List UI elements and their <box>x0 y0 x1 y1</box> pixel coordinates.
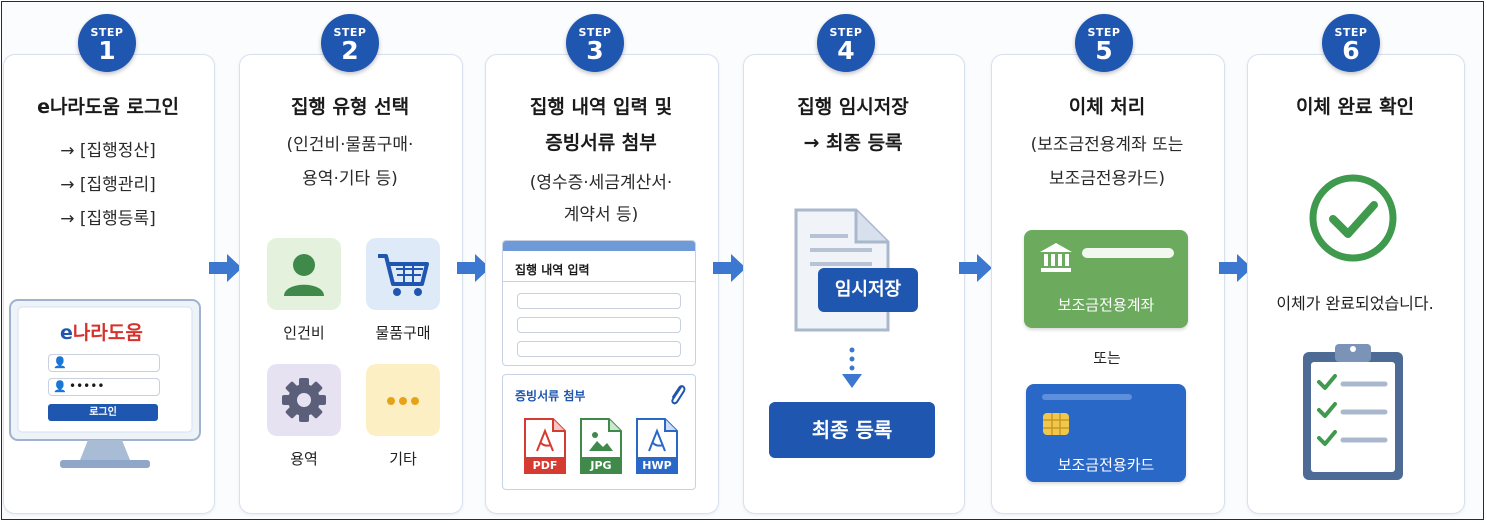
step-4-badge: STEP 4 <box>817 14 875 72</box>
step-4-title-1: 집행 임시저장 <box>797 96 909 118</box>
flow-arrow-icon <box>209 254 242 282</box>
jpg-file-icon <box>580 418 622 474</box>
step-number: 5 <box>1095 36 1113 65</box>
login-button[interactable]: 로그인 <box>48 404 158 421</box>
jpg-label: JPG <box>590 459 612 472</box>
pdf-label: PDF <box>532 459 558 472</box>
attachment-panel: 증빙서류 첨부 PDF JPG HWP <box>502 374 696 490</box>
step-label: STEP <box>90 26 124 39</box>
step-5-sub-2: 보조금전용카드) <box>1048 169 1166 189</box>
step-5-badge: STEP 5 <box>1075 14 1133 72</box>
gear-icon <box>282 378 326 422</box>
attach-title: 증빙서류 첨부 <box>515 389 586 403</box>
flow-arrow-icon <box>959 254 992 282</box>
form-input-3[interactable] <box>517 341 681 357</box>
form-input-2[interactable] <box>517 317 681 333</box>
personnel-tile[interactable] <box>267 238 341 310</box>
shopping-cart-icon <box>378 254 429 296</box>
user-icon: 👤 <box>53 356 67 369</box>
flow-arrow-icon <box>457 254 490 282</box>
down-arrow-icon <box>842 347 862 388</box>
username-field[interactable]: 👤 <box>48 354 160 372</box>
hwp-file-icon <box>636 418 678 474</box>
purchase-tile[interactable] <box>366 238 440 310</box>
password-field[interactable]: 👤 ••••• <box>48 378 160 396</box>
bank-icon <box>1040 243 1072 272</box>
service-tile[interactable] <box>267 364 341 436</box>
form-input-1[interactable] <box>517 293 681 309</box>
step-2-title: 집행 유형 선택 <box>290 96 410 118</box>
user-icon: 👤 <box>53 380 67 393</box>
card-label: 보조금전용카드 <box>1057 456 1155 474</box>
step-label: STEP <box>1334 26 1368 39</box>
other-label: 기타 <box>389 450 417 468</box>
password-mask: ••••• <box>69 379 105 393</box>
step-1-badge: STEP 1 <box>78 14 136 72</box>
form-title: 집행 내역 입력 <box>515 263 590 277</box>
step-1-path-1: → [집행정산] <box>60 141 156 161</box>
step-2-sub-2: 용역·기타 등) <box>302 169 398 189</box>
step-number: 3 <box>586 36 604 65</box>
subsidy-card: 보조금전용카드 <box>1026 384 1186 482</box>
step-6-badge: STEP 6 <box>1322 14 1380 72</box>
card-stripe <box>1042 394 1132 400</box>
step-1-path-3: → [집행등록] <box>60 209 156 229</box>
clipboard-checklist-icon <box>1303 344 1403 480</box>
other-tile[interactable] <box>366 364 440 436</box>
step-number: 4 <box>837 36 855 65</box>
form-divider <box>503 281 695 282</box>
expense-form-panel: 집행 내역 입력 <box>502 240 696 366</box>
step-label: STEP <box>333 26 367 39</box>
step-number: 2 <box>341 36 359 65</box>
subsidy-account-card: 보조금전용계좌 <box>1024 230 1188 328</box>
step-2-sub-1: (인건비·물품구매· <box>286 135 414 155</box>
hwp-label: HWP <box>642 459 672 472</box>
form-header-bar <box>503 241 695 251</box>
person-icon <box>284 254 324 296</box>
step-1-title: e나라도움 로그인 <box>37 96 179 118</box>
step-3-sub-2: 계약서 등) <box>563 205 639 225</box>
step-4-title-2: → 최종 등록 <box>803 132 903 154</box>
paperclip-icon <box>671 385 686 405</box>
service-label: 용역 <box>290 450 318 468</box>
account-label: 보조금전용계좌 <box>1057 296 1155 314</box>
or-label: 또는 <box>1093 349 1121 367</box>
chip-icon <box>1043 413 1069 435</box>
logo-e: e <box>60 322 73 344</box>
step-label: STEP <box>829 26 863 39</box>
more-dots-icon <box>387 397 419 405</box>
step-3-sub-1: (영수증·세금계산서· <box>529 173 673 193</box>
flow-arrow-icon <box>1219 254 1252 282</box>
login-logo: e나라도움 <box>60 318 143 345</box>
step-3-title-2: 증빙서류 첨부 <box>545 132 657 154</box>
purchase-label: 물품구매 <box>375 324 431 342</box>
flow-arrow-icon <box>713 254 746 282</box>
step-3-title-1: 집행 내역 입력 및 <box>529 96 673 118</box>
temp-save-button[interactable]: 임시저장 <box>818 268 918 312</box>
transfer-complete-message: 이체가 완료되었습니다. <box>1276 294 1434 313</box>
step-5-sub-1: (보조금전용계좌 또는 <box>1030 135 1184 155</box>
pdf-file-icon <box>524 418 566 474</box>
final-register-button[interactable]: 최종 등록 <box>769 402 935 458</box>
step-3-badge: STEP 3 <box>566 14 624 72</box>
personnel-label: 인건비 <box>283 324 325 342</box>
step-1-path-2: → [집행관리] <box>60 175 156 195</box>
step-6-title: 이체 완료 확인 <box>1295 96 1415 118</box>
step-2-badge: STEP 2 <box>321 14 379 72</box>
step-number: 6 <box>1342 36 1360 65</box>
card-stripe <box>1082 248 1174 258</box>
step-label: STEP <box>578 26 612 39</box>
step-5-title: 이체 처리 <box>1068 96 1146 118</box>
check-circle-icon <box>1309 174 1397 262</box>
step-label: STEP <box>1087 26 1121 39</box>
logo-text: 나라도움 <box>72 322 143 344</box>
step-number: 1 <box>98 36 116 65</box>
